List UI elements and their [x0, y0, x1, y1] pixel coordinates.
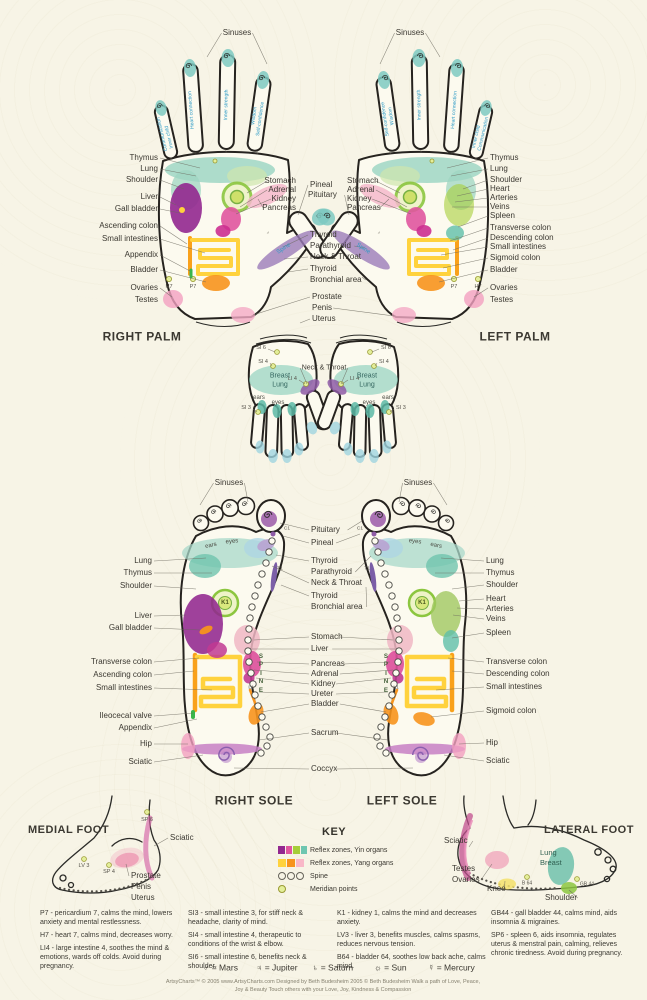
meridian-notes-col2: SI3 - small intestine 3, for stiff neck … [188, 910, 330, 976]
key-swatches [278, 859, 308, 867]
key-row-label: Spine [310, 872, 328, 880]
meridian-note: H7 - heart 7, calms mind, decreases worr… [40, 931, 173, 939]
left-sole-distinct-zones [413, 591, 461, 726]
right-palm-distinct-zones [170, 183, 202, 279]
key-swatches [278, 885, 308, 893]
key-row-label: Reflex zones, Yang organs [310, 859, 394, 867]
key-row: Reflex zones, Yin organs [278, 846, 408, 854]
key-row: Meridian points [278, 885, 408, 893]
meridian-notes-col3: K1 - kidney 1, calms the mind and decrea… [337, 910, 489, 976]
key-row-label: Meridian points [310, 885, 358, 893]
key-swatch-square [300, 846, 307, 854]
key-swatch-square [287, 859, 295, 867]
key-swatch-dot [278, 885, 286, 893]
key-row: Spine [278, 872, 408, 880]
meridian-notes-col1: P7 - pericardium 7, calms the mind, lowe… [40, 910, 182, 976]
meridian-note: LI4 - large intestine 4, soothes the min… [40, 944, 170, 970]
key-swatches [278, 846, 308, 854]
key-swatch-circle [296, 872, 304, 880]
key-swatch-square [293, 846, 300, 854]
key-swatches [278, 872, 308, 880]
meridian-note: SP6 - spleen 6, aids insomnia, regulates… [491, 931, 623, 957]
key-swatch-circle [278, 872, 286, 880]
meridian-note: GB44 - gall bladder 44, calms mind, aids… [491, 910, 618, 926]
key-swatch-square [278, 846, 285, 854]
meridian-notes-col4: GB44 - gall bladder 44, calms mind, aids… [491, 910, 633, 963]
key-title: KEY [322, 826, 347, 838]
meridian-note: P7 - pericardium 7, calms the mind, lowe… [40, 910, 173, 926]
key-swatch-circle [287, 872, 295, 880]
lateral-foot-art [457, 795, 617, 894]
meridian-note: SI6 - small intestine 6, benefits neck &… [188, 953, 307, 970]
meridian-note: B64 - bladder 64, soothes low back ache,… [337, 953, 486, 970]
key-swatch-square [296, 859, 304, 867]
key-swatch-square [285, 846, 292, 854]
meridian-note: SI3 - small intestine 3, for stiff neck … [188, 910, 304, 926]
left-palm-distinct-zones [444, 184, 474, 241]
meridian-note: K1 - kidney 1, calms the mind and decrea… [337, 910, 477, 926]
meridian-note: SI4 - small intestine 4, therapeutic to … [188, 931, 302, 948]
meridian-note: LV3 - liver 3, benefits muscles, calms s… [337, 931, 481, 948]
key-swatch-square [278, 859, 286, 867]
right-sole-distinct-zones [183, 594, 227, 719]
key-row: Reflex zones, Yang organs [278, 859, 408, 867]
medial-foot-art [51, 795, 161, 894]
key-row-label: Reflex zones, Yin organs [310, 846, 388, 854]
